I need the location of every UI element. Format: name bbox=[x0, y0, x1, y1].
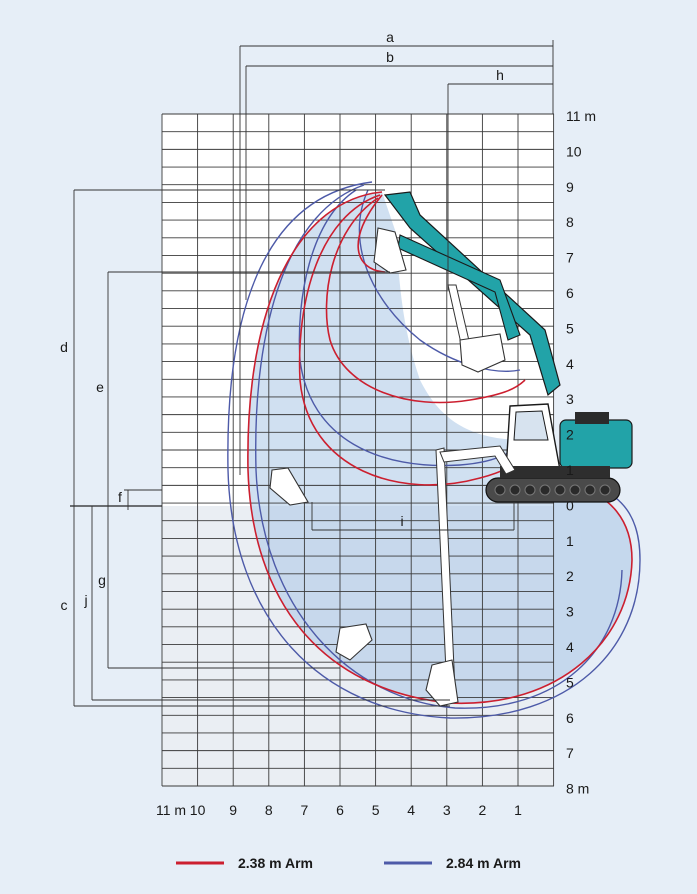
excavator-boom-lower bbox=[439, 445, 516, 475]
y-axis-label: 1 bbox=[566, 462, 574, 478]
excavator-cab-window bbox=[513, 410, 549, 441]
legend-label-238: 2.38 m Arm bbox=[238, 855, 313, 871]
reach-curve-238-outer bbox=[247, 191, 633, 704]
dim-label-e: e bbox=[96, 379, 104, 395]
reach-curve-284-second bbox=[255, 184, 623, 709]
y-axis-label: 3 bbox=[566, 391, 574, 407]
y-axis-label: 0 bbox=[566, 497, 574, 513]
x-axis-label: 6 bbox=[336, 802, 344, 818]
y-axis-label: 1 bbox=[566, 533, 574, 549]
track-roller bbox=[599, 484, 611, 496]
x-axis-label: 9 bbox=[229, 802, 237, 818]
track-roller bbox=[509, 484, 521, 496]
track-rollers bbox=[494, 484, 611, 496]
y-axis-label: 9 bbox=[566, 179, 574, 195]
dimension-lines bbox=[73, 40, 554, 707]
working-envelope-shade bbox=[247, 192, 632, 704]
y-axis-label: 4 bbox=[566, 639, 574, 655]
excavator-undercarriage bbox=[500, 466, 610, 478]
dim-label-i: i bbox=[400, 513, 403, 529]
x-axis-label: 3 bbox=[443, 802, 451, 818]
excavator bbox=[269, 191, 633, 707]
x-axis-label: 4 bbox=[407, 802, 415, 818]
excavator-bucket-top bbox=[373, 227, 407, 274]
grid-lines bbox=[161, 113, 555, 787]
y-axis-label: 2 bbox=[566, 427, 574, 443]
x-axis-label: 5 bbox=[372, 802, 380, 818]
x-axis-label: 11 m bbox=[156, 802, 186, 818]
dim-label-a: a bbox=[386, 29, 394, 45]
reach-curves-284 bbox=[227, 181, 641, 719]
x-axis-label: 1 bbox=[514, 802, 522, 818]
reach-curve-284-third bbox=[298, 189, 531, 467]
track-roller bbox=[539, 484, 551, 496]
reach-curve-238-third bbox=[325, 197, 526, 404]
reach-curve-238-second bbox=[298, 194, 536, 486]
dim-label-j: j bbox=[83, 592, 87, 608]
y-axis-label: 5 bbox=[566, 320, 574, 336]
dim-label-h: h bbox=[496, 67, 504, 83]
excavator-bucket-bottom bbox=[425, 659, 459, 707]
legend-label-284: 2.84 m Arm bbox=[446, 855, 521, 871]
reach-curves-238 bbox=[247, 191, 633, 704]
bucket-at-ground bbox=[269, 467, 309, 506]
reach-curve-284-outer bbox=[227, 181, 641, 719]
y-axis-label: 10 bbox=[566, 143, 582, 159]
excavator-bucket-mid bbox=[459, 333, 506, 373]
track-roller bbox=[554, 484, 566, 496]
dim-label-f: f bbox=[118, 489, 122, 505]
y-axis-label: 7 bbox=[566, 745, 574, 761]
dim-label-b: b bbox=[386, 49, 394, 65]
y-axis-label: 8 bbox=[566, 214, 574, 230]
dim-label-g: g bbox=[98, 572, 106, 588]
x-axis-label: 8 bbox=[265, 802, 273, 818]
y-axis-label: 3 bbox=[566, 604, 574, 620]
x-axis-label: 10 bbox=[190, 802, 206, 818]
y-axis-label: 2 bbox=[566, 568, 574, 584]
track-roller bbox=[494, 484, 506, 496]
y-axis-label: 11 m bbox=[566, 108, 596, 124]
track-roller bbox=[584, 484, 596, 496]
excavator-engine-hood bbox=[575, 412, 609, 424]
y-axis-label: 6 bbox=[566, 285, 574, 301]
dim-label-d: d bbox=[60, 339, 68, 355]
legend: 2.38 m Arm 2.84 m Arm bbox=[176, 855, 521, 871]
bucket-at-depth bbox=[335, 623, 373, 661]
dim-label-c: c bbox=[61, 597, 68, 613]
y-axis-label: 7 bbox=[566, 250, 574, 266]
reach-curve-238-inner bbox=[357, 194, 386, 273]
track-roller bbox=[524, 484, 536, 496]
x-axis-label: 7 bbox=[301, 802, 309, 818]
y-axis-label: 8 m bbox=[566, 781, 589, 797]
y-axis-label: 6 bbox=[566, 710, 574, 726]
y-axis-label: 4 bbox=[566, 356, 574, 372]
track-roller bbox=[569, 484, 581, 496]
y-axis-label: 5 bbox=[566, 674, 574, 690]
x-axis-label: 2 bbox=[479, 802, 487, 818]
